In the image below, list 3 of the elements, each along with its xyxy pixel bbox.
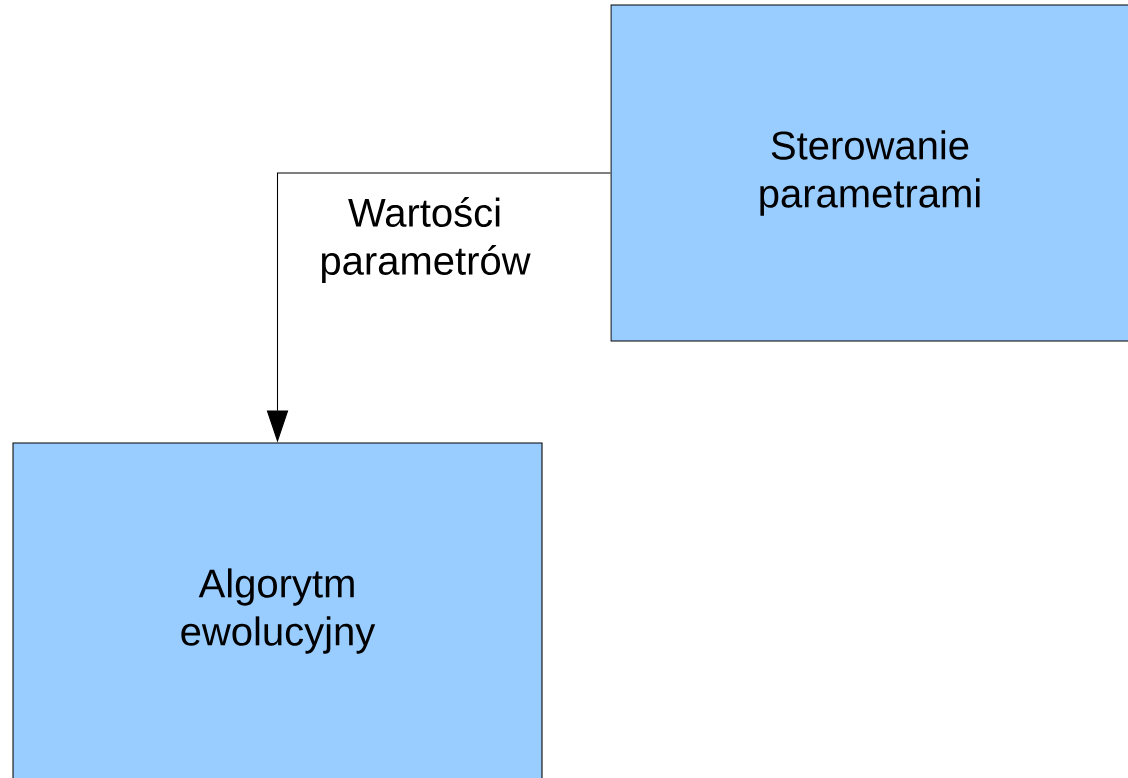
process-box: Sterowanie parametrami [610, 4, 1128, 342]
edge-label: Wartości parametrów [293, 195, 557, 285]
process-box: Algorytm ewolucyjny [12, 442, 543, 778]
